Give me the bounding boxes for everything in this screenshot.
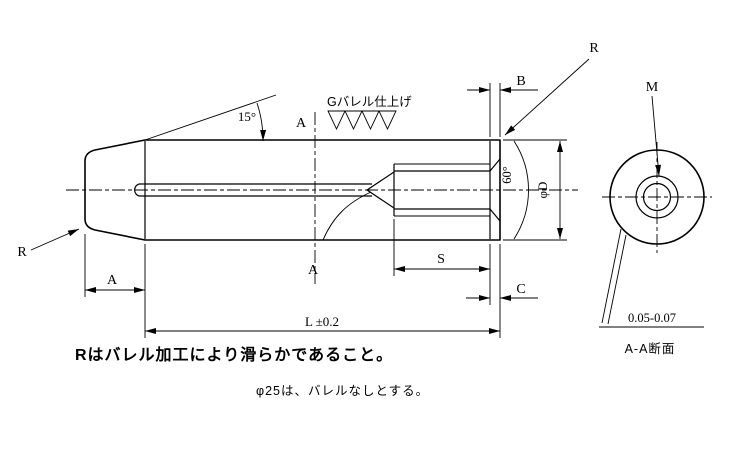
pin-outline [84,139,501,241]
end-view: M 0.05-0.07 A-A断面 [599,80,712,356]
partial-section-break-line [322,191,372,241]
chamfer-angle-label: 60° [500,166,514,184]
main-view: 15° A A Gバレル仕上げ B R 60° φD S C [17,41,599,338]
dim-b-label: B [516,74,525,89]
corner-radius-right-leader [504,58,590,136]
tolerance-label: 0.05-0.07 [628,311,676,325]
dim-l-label: L ±0.2 [305,314,339,329]
thread-size-label: M [646,80,659,95]
taper-angle-label: 15° [238,109,256,124]
drill-point-cone [365,171,395,209]
chamfer-angle-arc [513,140,529,240]
countersink-bottom-edge [489,208,501,222]
countersink-top-edge [489,158,501,172]
tolerance-extension-1 [601,228,622,324]
dim-d-label: φD [535,182,550,199]
note-sub: φ25は、バレルなしとする。 [256,384,429,398]
corner-radius-left-label: R [17,245,27,260]
dim-c-label: C [516,282,525,297]
section-view-caption: A-A断面 [625,341,676,356]
dim-s-label: S [437,252,445,267]
tolerance-extension-2 [607,234,627,325]
thread-size-leader [651,95,662,177]
taper-angle-arc [256,102,267,142]
notes: Rはバレル加工により滑らかであること。 φ25は、バレルなしとする。 [75,346,429,398]
section-marker-bottom-label: A [308,263,319,278]
note-main: Rはバレル加工により滑らかであること。 [75,346,393,364]
surface-finish-triangle-icon [327,110,397,131]
corner-radius-left-leader [30,228,80,251]
section-marker-top-label: A [296,116,307,131]
dim-a-label: A [107,273,118,288]
surface-finish-label: Gバレル仕上げ [327,95,412,109]
pilot-hole-end-arc [134,183,140,197]
corner-radius-right-label: R [589,41,599,56]
taper-angle-extension-line [144,94,277,141]
